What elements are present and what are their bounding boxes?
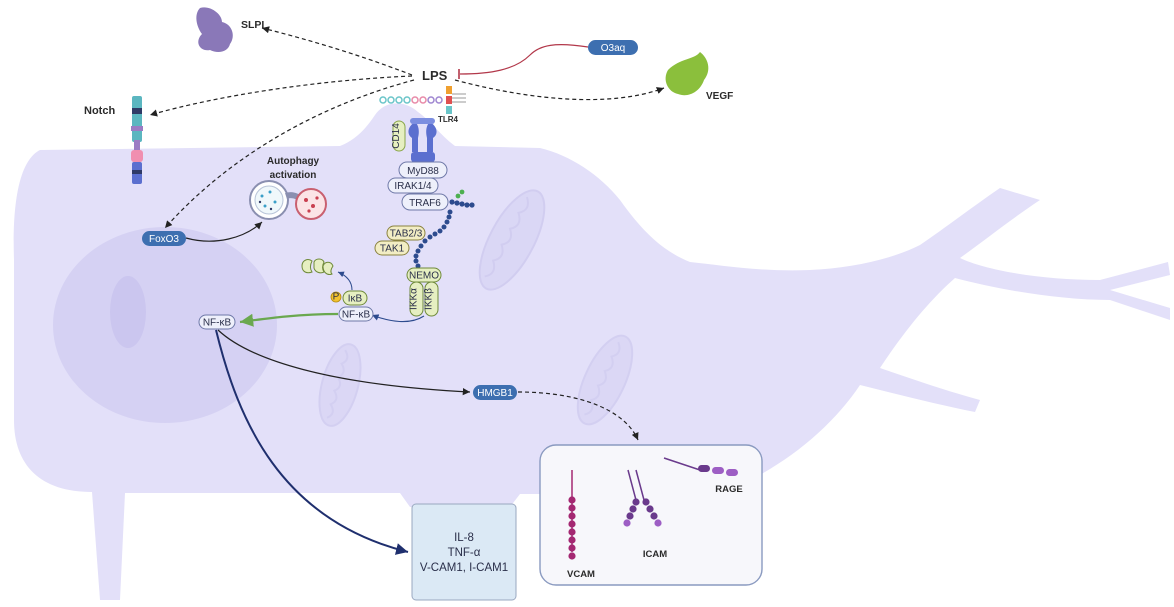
arrow-lps-to-notch bbox=[149, 75, 413, 117]
irak-label: IRAK1/4 bbox=[394, 181, 432, 192]
rage-label: RAGE bbox=[715, 484, 742, 495]
arrow-lps-to-foxo3 bbox=[164, 79, 415, 229]
nemo-label: NEMO bbox=[409, 271, 439, 282]
ikb-label: IκB bbox=[348, 294, 363, 305]
tab23-node bbox=[386, 225, 426, 241]
arrow-lps-to-slpi bbox=[261, 26, 413, 76]
phosphate-label: P bbox=[333, 292, 340, 303]
ikka-node bbox=[409, 281, 424, 317]
tlr4-label: TLR4 bbox=[438, 115, 459, 124]
traf6-label: TRAF6 bbox=[409, 198, 441, 209]
o3aq-label: O3aq bbox=[601, 43, 625, 54]
endothelial-cell-body bbox=[13, 103, 1170, 600]
lps-molecule-icon bbox=[379, 86, 466, 114]
mitochondrion-icon bbox=[478, 189, 546, 291]
hmgb1-pill bbox=[473, 385, 517, 400]
notch-receptor-icon bbox=[131, 96, 143, 184]
ikka-label: IKKα bbox=[409, 288, 420, 310]
nfkb-nucleus-label: NF-κB bbox=[203, 318, 232, 329]
nfkb-cytoplasm-node bbox=[338, 306, 374, 322]
ikkb-label: IKKβ bbox=[424, 288, 435, 310]
arrow-nfkb-to-hmgb1 bbox=[217, 329, 471, 396]
o3aq-pill bbox=[588, 40, 638, 55]
myd88-label: MyD88 bbox=[407, 166, 439, 177]
arrow-lps-to-vegf bbox=[454, 79, 665, 101]
degraded-ikb-icon bbox=[301, 258, 334, 275]
ubiquitin-chain-icon bbox=[449, 189, 475, 208]
ikb-node bbox=[342, 290, 368, 306]
polyubiquitin-chain-icon bbox=[413, 209, 453, 269]
phosphate-icon bbox=[330, 291, 342, 303]
autophagy-label-line2: activation bbox=[270, 170, 317, 181]
vegf-label: VEGF bbox=[706, 91, 733, 102]
tak1-label: TAK1 bbox=[380, 244, 405, 255]
tlr4-receptor-icon bbox=[408, 118, 437, 162]
arrow-nfkb-translocation bbox=[239, 312, 339, 327]
mitochondrion-icon bbox=[576, 334, 634, 426]
notch-label: Notch bbox=[84, 105, 115, 117]
arrow-ikk-to-nfkb bbox=[371, 314, 425, 323]
irak-node bbox=[387, 177, 439, 194]
mitochondrion-icon bbox=[318, 343, 362, 427]
vegf-protein-icon bbox=[665, 52, 709, 96]
tab23-label: TAB2/3 bbox=[390, 229, 423, 240]
foxo3-pill bbox=[142, 231, 186, 246]
foxo3-label: FoxO3 bbox=[149, 234, 179, 245]
vcam-label: VCAM bbox=[567, 569, 595, 580]
slpi-protein-icon bbox=[196, 7, 233, 52]
traf6-node bbox=[401, 193, 449, 211]
ikkb-node bbox=[424, 281, 439, 317]
cytokine-item: V-CAM1, I-CAM1 bbox=[420, 562, 508, 574]
slpi-label: SLPI bbox=[241, 19, 264, 31]
icam-molecule-icon bbox=[623, 469, 662, 527]
icam-label: ICAM bbox=[643, 549, 667, 560]
arrow-ikb-degradation bbox=[337, 271, 353, 291]
nfkb-cytoplasm-label: NF-κB bbox=[342, 310, 371, 321]
nucleus bbox=[53, 227, 277, 423]
cytokine-box bbox=[411, 503, 517, 601]
nucleolus bbox=[110, 276, 146, 348]
inhibit-o3aq-to-lps bbox=[459, 44, 589, 75]
autophagosome-icon bbox=[249, 180, 327, 220]
rage-receptor-icon bbox=[663, 457, 738, 476]
cd14-label: CD14 bbox=[391, 123, 402, 149]
arrow-hmgb1-to-adhesion bbox=[517, 391, 639, 441]
nfkb-nucleus-node bbox=[198, 314, 236, 330]
cd14-pill bbox=[392, 120, 406, 152]
cytokine-item: IL-8 bbox=[454, 532, 474, 544]
arrow-foxo3-to-autophagy bbox=[185, 221, 263, 242]
tak1-node bbox=[374, 240, 410, 256]
vcam-molecule-icon bbox=[568, 470, 576, 560]
cytokine-item: TNF-α bbox=[448, 547, 481, 559]
arrow-nfkb-to-cytokines bbox=[215, 329, 409, 555]
nemo-node bbox=[406, 267, 442, 283]
autophagy-label-line1: Autophagy bbox=[267, 156, 320, 167]
lps-label: LPS bbox=[422, 68, 448, 83]
hmgb1-label: HMGB1 bbox=[477, 388, 513, 399]
